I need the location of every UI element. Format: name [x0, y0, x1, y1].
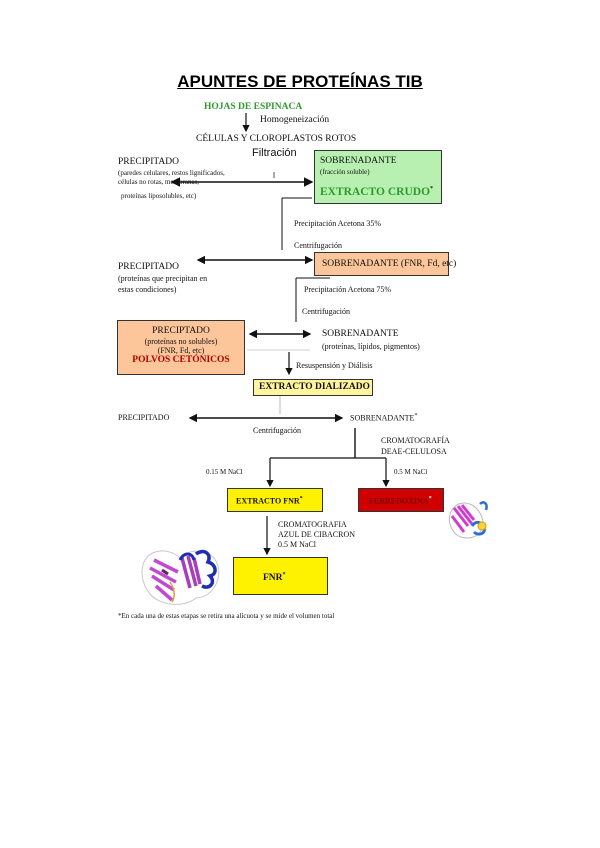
footnote: *En cada una de estas etapas se retira u… [118, 612, 335, 620]
step-centrifugation-1: Centrifugación [294, 241, 342, 250]
acetone75-supernatant-subtitle: (proteínas, lípidos, pigmentos) [322, 342, 420, 351]
centrif2-supernatant-mark: * [414, 413, 418, 419]
crude-supernatant-title: SOBRENADANTE [320, 156, 397, 166]
fnr-extract-box: EXTRACTO FNR* [227, 488, 323, 512]
fnr-extract-label: EXTRACTO FNR* [236, 496, 303, 506]
ferredoxin-mark: * [428, 496, 432, 502]
cibacron-line2: AZUL DE CIBACRON [278, 530, 356, 539]
ferredoxin-text: FERREDOXINA [369, 496, 429, 506]
acetone-powder-label: POLVOS CETÓNICOS [132, 355, 230, 365]
filtration-precipitate-title: PRECIPITADO [118, 157, 179, 167]
step-acetone35: Precipitación Acetona 35% [294, 219, 382, 228]
step-dialysis: Resuspensión y Diálisis [296, 361, 373, 370]
deae-line2: DEAE-CELULOSA [381, 447, 447, 456]
acetone75-precipitate-line2: (FNR, Fd, etc) [157, 346, 205, 355]
acetone35-precipitate-title: PRECIPITADO [118, 262, 179, 272]
step-acetone75: Precipitación Acetona 75% [304, 285, 392, 294]
acetone35-supernatant-label: SOBRENADANTE (FNR, Fd, etc) [322, 259, 457, 269]
ferredoxin-label: FERREDOXINA* [369, 496, 432, 506]
fnr-label: FNR* [263, 572, 286, 583]
ferredoxin-structure-image [448, 501, 488, 539]
crude-extract-box: SOBRENADANTE (fracción soluble) EXTRACTO… [314, 150, 442, 204]
acetone75-precipitate-title: PRECIPTADO [152, 326, 210, 336]
fnr-extract-text: EXTRACTO FNR [236, 496, 300, 506]
step-centrifugation-3: Centrifugación [253, 426, 301, 435]
acetone75-supernatant-title: SOBRENADANTE [322, 329, 399, 339]
fnr-mark: * [282, 572, 286, 578]
filtration-precipitate-line2: células no rotas, membranas, [118, 178, 200, 186]
crude-extract-label: EXTRACTO CRUDO* [320, 186, 433, 198]
acetone-powder-box: PRECIPTADO (proteínas no solubles) (FNR,… [117, 320, 245, 375]
fnr-box: FNR* [233, 557, 328, 595]
step-filtration: Filtración [252, 147, 297, 159]
centrif2-supernatant-text: SOBRENADANTE [350, 413, 415, 423]
crude-extract-text: EXTRACTO CRUDO [320, 186, 431, 198]
deae-line1: CROMATOGRAFÍA [381, 436, 450, 445]
crude-extract-mark: * [430, 186, 434, 193]
start-label: HOJAS DE ESPINACA [204, 102, 302, 112]
dialized-extract-label: EXTRACTO DIALIZADO [259, 382, 370, 392]
filtration-precipitate-line1: (paredes celulares, restos lignificados, [118, 169, 225, 177]
centrif2-precipitate: PRECIPITADO [118, 413, 170, 422]
step-homogenization: Homogeneización [260, 115, 330, 125]
cibacron-line1: CROMATOGRAFIA [278, 520, 347, 529]
start-text: HOJAS DE ESPINACA [204, 102, 303, 112]
acetone35-supernatant-box: SOBRENADANTE (FNR, Fd, etc) [314, 252, 456, 276]
fnr-extract-mark: * [299, 496, 303, 502]
deae-left-eluent: 0.15 M NaCl [206, 468, 243, 476]
broken-cells-label: CÉLULAS Y CLOROPLASTOS ROTOS [196, 134, 357, 144]
dialized-extract-box: EXTRACTO DIALIZADO [253, 379, 373, 396]
crude-supernatant-subtitle: (fracción soluble) [320, 168, 370, 176]
cibacron-line3: 0.5 M NaCl [278, 540, 316, 549]
deae-right-eluent: 0.5 M NaCl [394, 468, 428, 476]
centrif2-supernatant: SOBRENADANTE* [350, 413, 417, 423]
fnr-text: FNR [263, 573, 283, 584]
ferredoxin-box: FERREDOXINA* [358, 488, 444, 512]
fnr-structure-image [141, 549, 220, 605]
page-title: APUNTES DE PROTEÍNAS TIB [177, 72, 423, 91]
step-centrifugation-2: Centrifugación [302, 307, 350, 316]
filtration-precipitate-line3: proteínas liposolubles, etc) [121, 192, 197, 200]
acetone35-precipitate-line1: (proteínas que precipitan en [118, 274, 208, 283]
acetone35-precipitate-line2: estas condiciones) [118, 285, 177, 294]
acetone75-precipitate-line1: (proteínas no solubles) [144, 337, 218, 346]
